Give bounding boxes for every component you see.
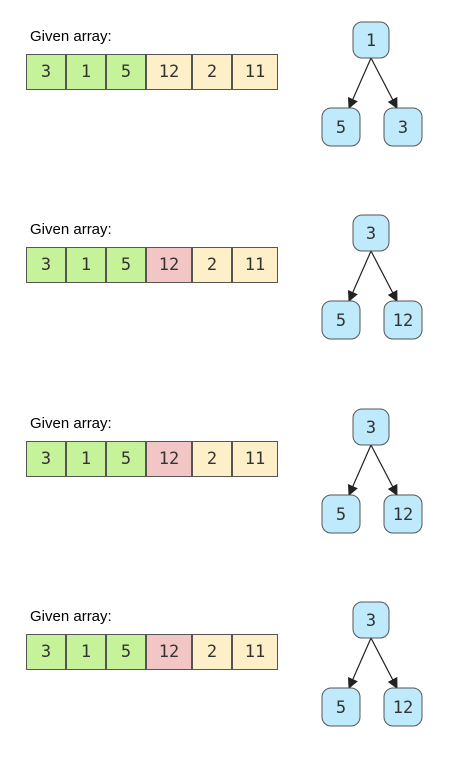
tree-node-label: 5 (336, 698, 346, 718)
array-cell: 3 (26, 247, 66, 283)
tree-edge-left (347, 637, 372, 689)
array-cell: 1 (66, 54, 106, 90)
tree-node-right: 12 (383, 494, 423, 534)
array-caption: Given array: (30, 221, 112, 238)
array-cell: 3 (26, 54, 66, 90)
tree-node-right: 3 (383, 107, 423, 147)
tree-edge-right (370, 250, 398, 302)
array-cell: 12 (146, 634, 192, 670)
tree-node-label: 3 (366, 224, 376, 244)
array-cell: 11 (232, 441, 278, 477)
heap-tree: 3 5 12 (321, 601, 423, 727)
array-cell: 1 (66, 634, 106, 670)
tree-edge-right (370, 57, 398, 109)
array-cell: 11 (232, 54, 278, 90)
tree-edge-right (370, 637, 398, 689)
tree-edge-left (347, 444, 372, 496)
array-cell: 2 (192, 441, 232, 477)
array-caption: Given array: (30, 608, 112, 625)
tree-node-right: 12 (383, 687, 423, 727)
array-cell: 2 (192, 54, 232, 90)
tree-node-right: 12 (383, 300, 423, 340)
array-cell: 5 (106, 247, 146, 283)
array-caption: Given array: (30, 28, 112, 45)
tree-node-label: 12 (393, 311, 413, 331)
tree-edge-left (347, 57, 372, 109)
array-cell: 12 (146, 441, 192, 477)
heap-tree: 1 5 3 (321, 21, 423, 147)
array-cell: 3 (26, 441, 66, 477)
heap-tree: 3 5 12 (321, 408, 423, 534)
array-cell: 3 (26, 634, 66, 670)
heap-tree: 3 5 12 (321, 214, 423, 340)
tree-node-root: 3 (352, 214, 390, 252)
tree-node-root: 3 (352, 601, 390, 639)
tree-edge-left (347, 250, 372, 302)
array-cell: 11 (232, 247, 278, 283)
tree-edge-right (370, 444, 398, 496)
tree-node-label: 5 (336, 311, 346, 331)
array-cell: 12 (146, 54, 192, 90)
tree-node-label: 3 (398, 118, 408, 138)
tree-node-left: 5 (321, 107, 361, 147)
array-cell: 1 (66, 247, 106, 283)
array-cell: 5 (106, 441, 146, 477)
array-cell: 2 (192, 247, 232, 283)
array-cell: 5 (106, 54, 146, 90)
array-cell: 1 (66, 441, 106, 477)
tree-node-root: 3 (352, 408, 390, 446)
array-cell: 12 (146, 247, 192, 283)
tree-node-label: 3 (366, 418, 376, 438)
tree-node-label: 12 (393, 505, 413, 525)
tree-node-label: 3 (366, 611, 376, 631)
tree-node-label: 5 (336, 505, 346, 525)
array-cell: 11 (232, 634, 278, 670)
array-cell: 5 (106, 634, 146, 670)
tree-node-label: 1 (366, 31, 376, 51)
tree-node-left: 5 (321, 300, 361, 340)
tree-node-root: 1 (352, 21, 390, 59)
array-cell: 2 (192, 634, 232, 670)
array-caption: Given array: (30, 415, 112, 432)
tree-node-left: 5 (321, 494, 361, 534)
tree-node-label: 5 (336, 118, 346, 138)
tree-node-left: 5 (321, 687, 361, 727)
tree-node-label: 12 (393, 698, 413, 718)
